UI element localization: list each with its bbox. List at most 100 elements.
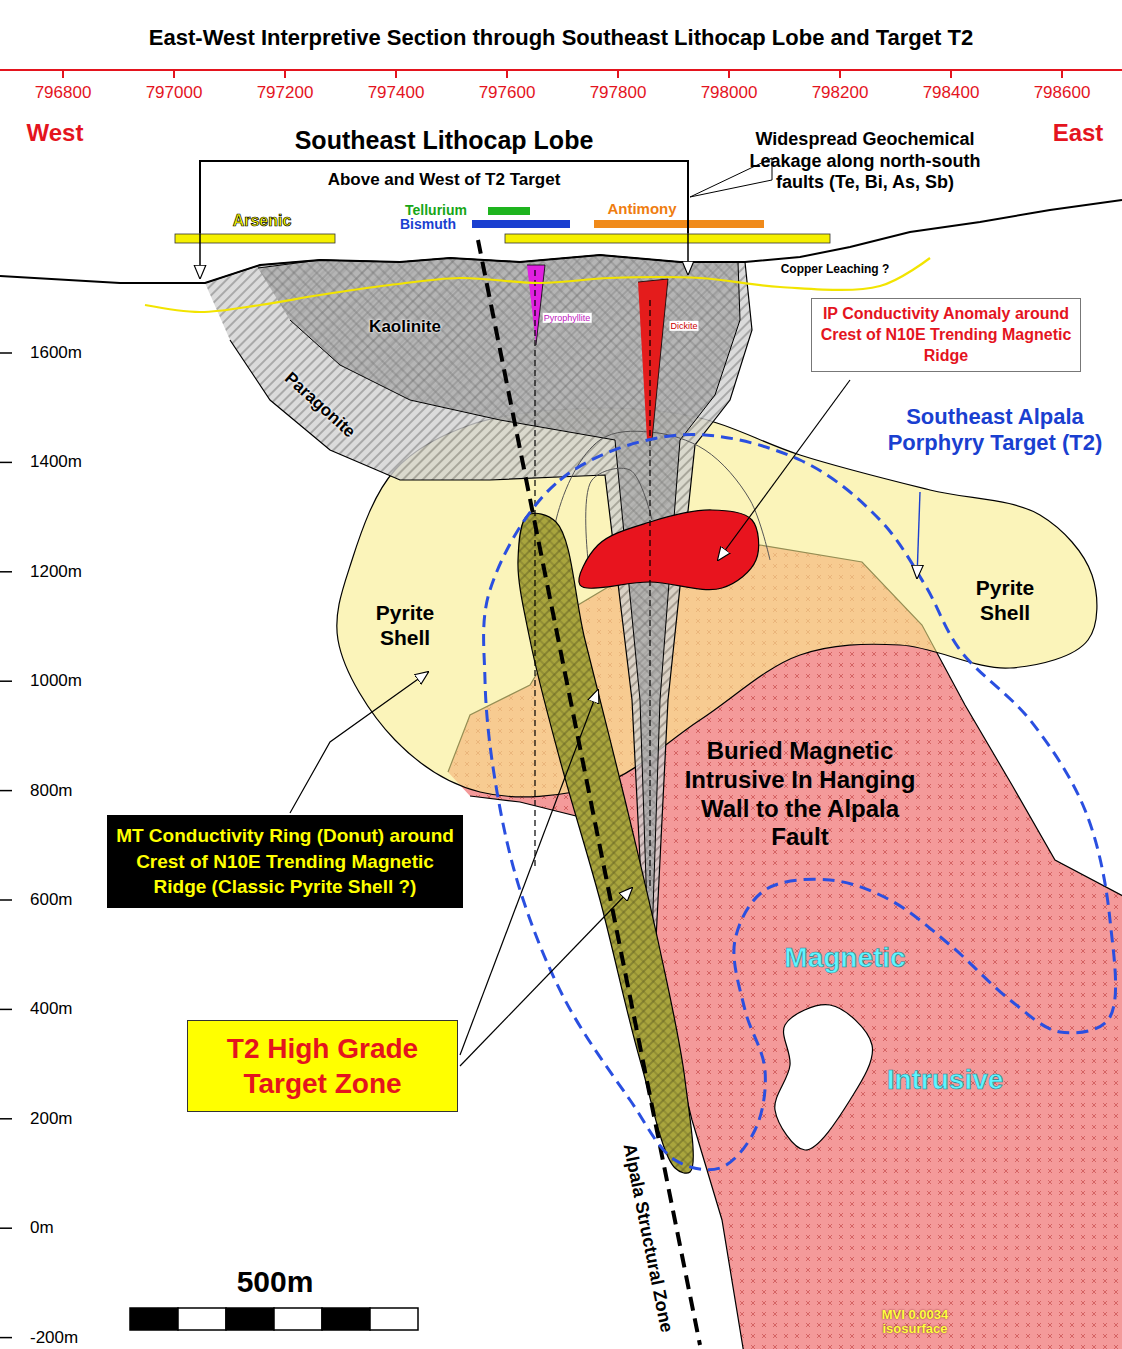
target-label: Southeast Alpala Porphyry Target (T2): [878, 404, 1113, 457]
box-text: MT Conductivity Ring (Donut) around Cres…: [115, 823, 455, 900]
scale-bar: [130, 1308, 178, 1330]
box-text: Above and West of T2 Target: [201, 170, 687, 190]
elevation-tick: [0, 1337, 12, 1339]
axis-tick: [173, 70, 175, 78]
alpala-fault: [478, 240, 700, 1345]
element-label: Arsenic: [233, 212, 292, 230]
elevation-label: 800m: [30, 781, 73, 801]
coordinate-label: 797600: [479, 83, 536, 103]
elevation-tick: [0, 1009, 12, 1011]
model-note: MVI 0.0034 isosurface: [860, 1308, 970, 1337]
pyrophyllite-zone: [527, 265, 545, 345]
coordinate-label: 797000: [146, 83, 203, 103]
intrusive-notch: [775, 1005, 873, 1150]
scale-bar: [226, 1308, 274, 1330]
high-grade-zone: [518, 513, 693, 1173]
diagram-title: East-West Interpretive Section through S…: [149, 25, 973, 50]
elevation-tick: [0, 462, 12, 464]
topography-line: [0, 200, 1122, 283]
elevation-label: 1200m: [30, 562, 82, 582]
box-text: T2 High Grade Target Zone: [196, 1031, 449, 1101]
coordinate-label: 797800: [590, 83, 647, 103]
callout-box: IP Conductivity Anomaly around Crest of …: [811, 298, 1081, 372]
coordinate-label: 798400: [923, 83, 980, 103]
elevation-tick: [0, 571, 12, 573]
axis-tick: [839, 70, 841, 78]
bismuth-bar: [472, 220, 570, 228]
leader-line: [290, 672, 428, 813]
antimony-bar: [594, 220, 764, 228]
feeder-line: [649, 300, 650, 890]
direction-label: East: [1053, 119, 1104, 147]
arsenic-bar: [505, 234, 830, 243]
overlay-marks: [0, 70, 1122, 1338]
axis-tick: [1061, 70, 1063, 78]
elevation-tick: [0, 899, 12, 901]
element-label: Bismuth: [400, 216, 456, 232]
geology-shapes: [0, 200, 1122, 1349]
target-outline: [484, 435, 1116, 1170]
elevation-label: 0m: [30, 1218, 54, 1238]
elevation-tick: [0, 790, 12, 792]
paragonite-zone: [205, 255, 752, 1060]
bracket-arrow: [687, 232, 689, 274]
elevation-label: 400m: [30, 1000, 73, 1020]
coordinate-label: 796800: [35, 83, 92, 103]
zone-label: Intrusive: [887, 1064, 1004, 1096]
scale-label: 500m: [237, 1265, 314, 1300]
note-label: Copper Leaching ?: [781, 263, 890, 277]
axis-line: [0, 69, 1122, 71]
callout-box: MT Conductivity Ring (Donut) around Cres…: [107, 815, 463, 908]
elevation-tick: [0, 680, 12, 682]
elevation-tick: [0, 1227, 12, 1229]
target-box: T2 High Grade Target Zone: [187, 1020, 458, 1112]
elevation-label: 1000m: [30, 671, 82, 691]
scale-bar: [178, 1308, 226, 1330]
box-text: IP Conductivity Anomaly around Crest of …: [818, 304, 1074, 366]
element-label: Tellurium: [405, 202, 467, 218]
axis-tick: [728, 70, 730, 78]
leader-line: [460, 690, 598, 1055]
zone-label: Dickite: [669, 321, 698, 331]
arsenic-bar: [175, 234, 335, 243]
coordinate-label: 797400: [368, 83, 425, 103]
elevation-label: 1400m: [30, 453, 82, 473]
zone-label: Kaolinite: [369, 317, 441, 337]
leader-line: [460, 888, 632, 1066]
zone-label: Buried Magnetic Intrusive In Hanging Wal…: [670, 737, 930, 852]
coordinate-label: 798000: [701, 83, 758, 103]
coordinate-label: 798600: [1034, 83, 1091, 103]
elevation-label: 600m: [30, 890, 73, 910]
feeder-line: [534, 270, 535, 870]
scale-bar: [370, 1308, 418, 1330]
zone-label: Pyrite Shell: [955, 575, 1055, 625]
elevation-label: 1600m: [30, 343, 82, 363]
leader-line: [917, 492, 920, 578]
leader-line: [718, 380, 850, 560]
ip-anomaly: [579, 510, 759, 590]
zone-label: Magnetic: [784, 942, 905, 974]
zone-label: Pyrite Shell: [355, 600, 455, 650]
axis-tick: [617, 70, 619, 78]
elevation-tick: [0, 352, 12, 354]
callout-note: Widespread Geochemical Leakage along nor…: [738, 129, 993, 194]
element-label: Antimony: [607, 200, 676, 217]
lithocap-bracket: Southeast Lithocap LobeAbove and West of…: [199, 160, 689, 233]
coordinate-label: 797200: [257, 83, 314, 103]
scale-bar: [322, 1308, 370, 1330]
bracket-arrow: [199, 232, 201, 278]
axis-tick: [950, 70, 952, 78]
axis-tick: [284, 70, 286, 78]
tellurium-bar: [488, 207, 530, 215]
dickite-zone: [638, 279, 668, 440]
axis-tick: [506, 70, 508, 78]
scale-bar: [274, 1308, 322, 1330]
fault-label: Alpala Structural Zone: [619, 1142, 677, 1334]
elevation-label: 200m: [30, 1109, 73, 1129]
axis-tick: [395, 70, 397, 78]
axis-tick: [62, 70, 64, 78]
elevation-tick: [0, 1118, 12, 1120]
zone-label: Pyrophyllite: [543, 313, 592, 323]
coordinate-label: 798200: [812, 83, 869, 103]
